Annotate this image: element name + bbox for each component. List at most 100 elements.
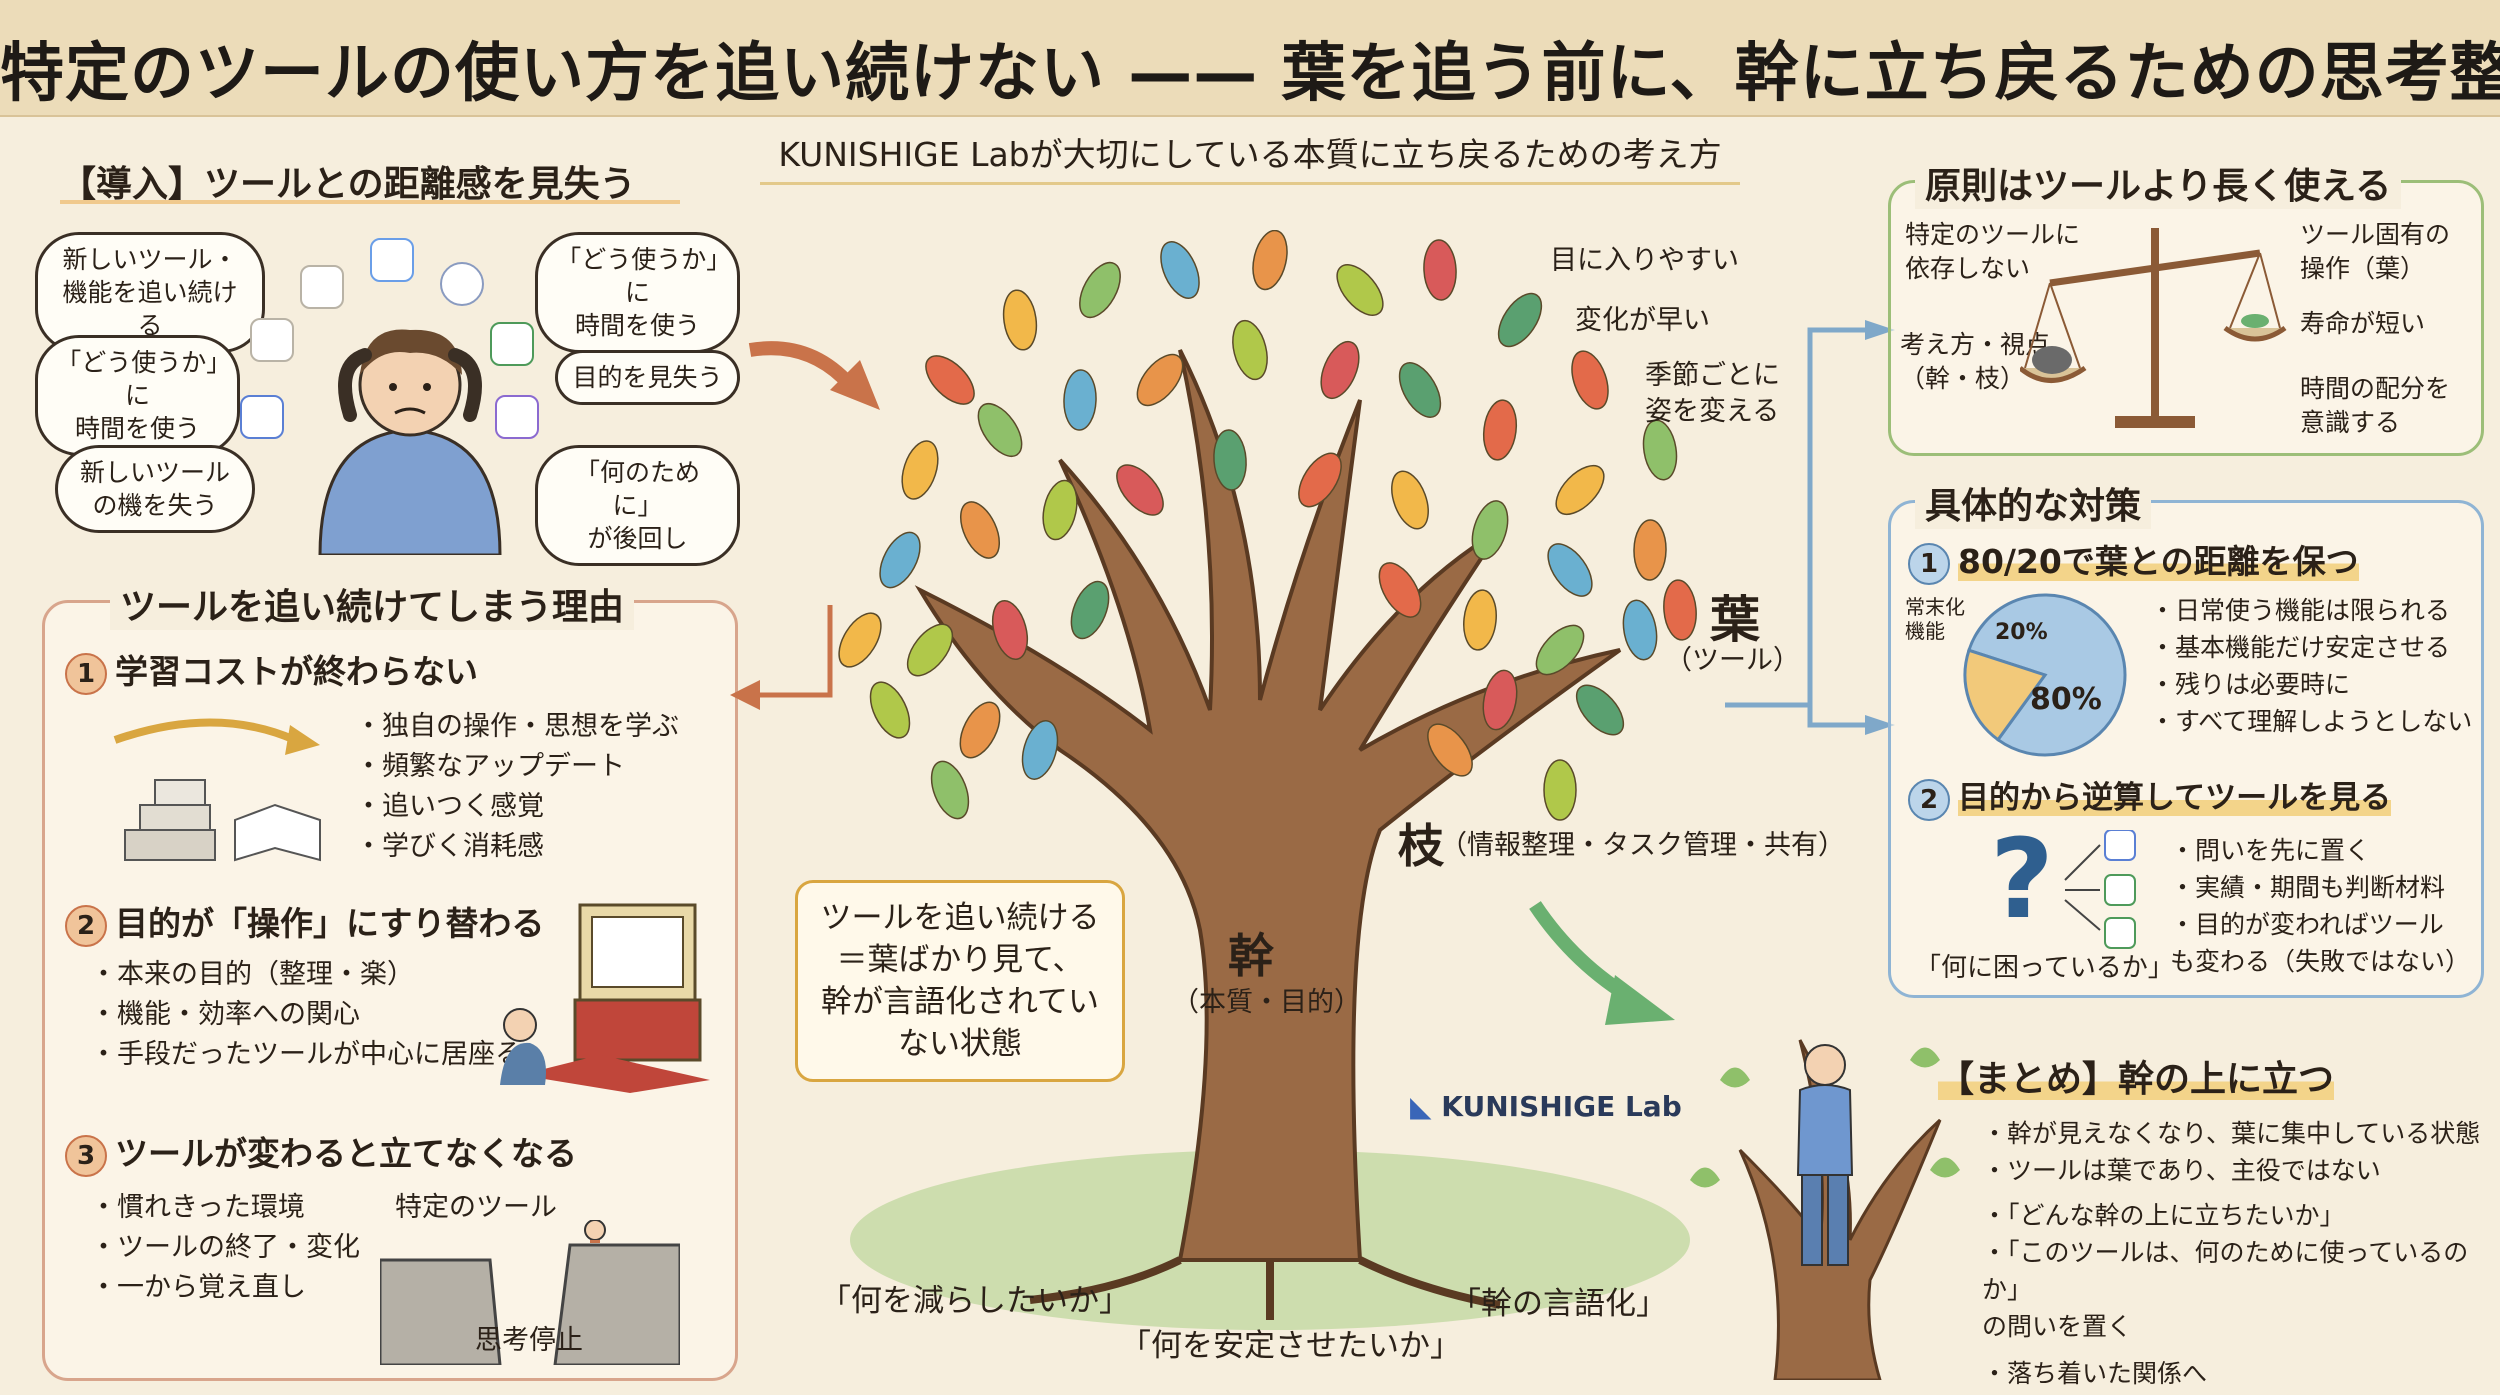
stairs-book-illustration xyxy=(113,718,321,862)
measure-1-point: 基本機能だけ安定させる xyxy=(2150,629,2472,666)
app-icon-notes xyxy=(495,395,539,439)
summary-point: 「どんな幹の上に立ちたいか」 xyxy=(1982,1197,2500,1234)
leaf xyxy=(1021,720,1059,780)
pie-label-20: 20% xyxy=(1995,620,2048,645)
leaf xyxy=(1497,292,1543,348)
cliff-label: 特定のツール xyxy=(395,1192,557,1223)
intro-bubble-4: 目的を見失う xyxy=(555,350,740,405)
app-icon-cloud xyxy=(370,238,414,282)
leaf xyxy=(959,701,1001,759)
balance-scale-illustration xyxy=(2020,228,2287,428)
leaf xyxy=(1423,239,1457,301)
leaf xyxy=(901,440,939,500)
summary-tree-illustration xyxy=(1690,1039,1960,1380)
leaf xyxy=(1463,589,1497,651)
reason-2-num: 2 xyxy=(65,904,107,947)
leaf xyxy=(1535,624,1585,676)
leaf xyxy=(879,531,921,589)
reason-2-point: 機能・効率への関心 xyxy=(90,995,522,1035)
summary-point: 落ち着いた関係へ xyxy=(1982,1355,2500,1392)
principle-right-top: ツール固有の 操作（葉） xyxy=(2300,220,2451,283)
leaf xyxy=(959,501,1001,559)
page-subtitle: KUNISHIGE Labが大切にしている本質に立ち戻るための考え方 xyxy=(760,128,1740,185)
trunk-label: 幹 xyxy=(1228,929,1274,983)
reason-1-point: 独自の操作・思想を学ぶ xyxy=(355,707,679,747)
principle-right-bottom: 時間の配分を 意識する xyxy=(2300,374,2451,437)
app-icon-sheets xyxy=(490,322,534,366)
page-title: 特定のツールの使い方を追い続けない —— 葉を追う前に、幹に立ち戻るための思考整… xyxy=(0,37,2500,111)
tree-callout: ツールを追い続ける ＝葉ばかり見て、 幹が言語化されてい ない状態 xyxy=(795,880,1125,1082)
leaf xyxy=(1391,470,1429,530)
leaf xyxy=(1063,369,1097,431)
principle-left-top: 特定のツールに 依存しない xyxy=(1905,220,2081,283)
throne-illustration xyxy=(500,903,710,1093)
leaf xyxy=(1482,399,1518,461)
leaf xyxy=(977,403,1023,457)
reason-3-num: 3 xyxy=(65,1134,107,1177)
leaf-note-3: 季節ごとに 姿を変える xyxy=(1645,360,1780,427)
leaf xyxy=(1642,419,1678,481)
leaf xyxy=(1232,319,1268,381)
leaf-note-1: 目に入りやすい xyxy=(1550,245,1739,276)
leaf xyxy=(1663,579,1697,641)
intro-bubble-6: 「何のために」 が後回し xyxy=(535,445,740,566)
leaf-note-2: 変化が早い xyxy=(1575,305,1710,336)
measure-1-point: 日常使う機能は限られる xyxy=(2150,592,2472,629)
leaf xyxy=(1547,543,1593,597)
leaf xyxy=(1298,452,1342,508)
cliff-illustration xyxy=(380,1220,680,1365)
principle-panel xyxy=(1888,180,2484,456)
measure-1-points: 日常使う機能は限られる 基本機能だけ安定させる 残りは必要時に すべて理解しよう… xyxy=(2150,592,2472,740)
logo-k-icon: ◣ xyxy=(1410,1090,1432,1123)
leaf xyxy=(1633,519,1667,581)
intro-bubble-5: 新しいツール の機を失う xyxy=(55,445,255,533)
leaf xyxy=(925,355,975,405)
leaf xyxy=(1482,669,1518,731)
reason-3-points: 慣れきった環境 ツールの終了・変化 一から覚え直し xyxy=(90,1188,360,1308)
pie-label-80: 80% xyxy=(2030,682,2102,717)
branch-label: 枝 xyxy=(1398,819,1444,873)
stressed-person-illustration xyxy=(318,329,502,555)
leaf xyxy=(838,612,882,668)
measure-2-point: 実績・期間も判断材料 xyxy=(2170,869,2470,906)
summary-heading: 【まとめ】幹の上に立つ xyxy=(1938,1059,2335,1100)
intro-bubble-3: 「どう使うか」に 時間を使う xyxy=(35,335,240,456)
leaf xyxy=(1079,261,1121,319)
leaf xyxy=(1622,599,1658,661)
measure-2-point: 問いを先に置く xyxy=(2170,832,2470,869)
reason-1-point: 学びく消耗感 xyxy=(355,827,679,867)
root-label-2: 「何を安定させたいか」 xyxy=(1120,1328,1461,1364)
leaf xyxy=(1002,289,1038,351)
pie-chart xyxy=(1963,593,2127,757)
leaf-sub: （ツール） xyxy=(1665,645,1800,676)
branch-sub: （情報整理・タスク管理・共有） xyxy=(1440,830,1845,861)
leaf xyxy=(1543,759,1577,821)
stop-label: 思考停止 xyxy=(475,1325,583,1356)
leaf xyxy=(1042,479,1078,541)
intro-heading-underline xyxy=(60,200,680,204)
brand-logo: ◣ KUNISHIGE Lab xyxy=(1410,1090,1682,1123)
app-icon-docs xyxy=(240,395,284,439)
leaf xyxy=(1070,580,1110,640)
leaf xyxy=(1378,562,1422,618)
measure-2-num: 2 xyxy=(1908,778,1950,821)
summary-points: 幹が見えなくなり、葉に集中している状態 ツールは葉であり、主役ではない 「どんな… xyxy=(1982,1115,2500,1392)
arrow-to-summary xyxy=(1529,901,1675,1025)
measure-1-num: 1 xyxy=(1908,542,1950,585)
reason-1-point: 追いつく感覚 xyxy=(355,787,679,827)
arrow-to-reasons xyxy=(730,605,833,710)
measure-1-point: すべて理解しようとしない xyxy=(2150,703,2472,740)
arrows-to-right xyxy=(1725,320,1895,735)
reasons-heading: ツールを追い続けてしまう理由 xyxy=(110,578,635,630)
leaves xyxy=(838,230,1697,821)
leaf xyxy=(1427,723,1473,777)
leaf xyxy=(1320,340,1360,400)
reason-3-point: 慣れきった環境 xyxy=(90,1188,360,1228)
principle-heading: 原則はツールより長く使える xyxy=(1915,157,2402,209)
reason-2-points: 本来の目的（整理・楽） 機能・効率への関心 手段だったツールが中心に居座る xyxy=(90,955,522,1075)
leaf xyxy=(1571,350,1609,410)
summary-point: 「このツールは、何のために使っているのか」 の問いを置く xyxy=(1982,1234,2500,1345)
root-label-1: 「何を減らしたいか」 xyxy=(820,1283,1130,1319)
